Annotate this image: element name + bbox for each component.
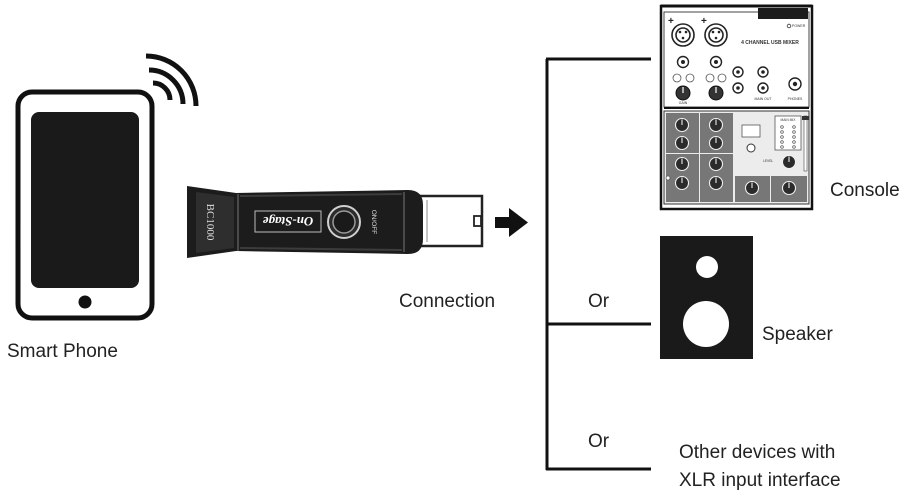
other-devices-line-1: Other devices with <box>679 442 836 463</box>
on-stage-logo: On-Stage <box>254 210 322 233</box>
console-label: Console <box>830 180 900 201</box>
mixer-console-icon: + + 4 CHANNEL USB MIXER POWER <box>659 4 814 211</box>
connection-lines <box>545 57 651 471</box>
smart-phone-icon <box>15 89 155 321</box>
dongle-model-text: BC1000 <box>204 204 216 241</box>
dongle-brand-text: On-Stage <box>262 214 313 229</box>
svg-text:+: + <box>668 16 674 27</box>
mixer-level-text: LEVEL <box>763 159 773 163</box>
power-button <box>327 205 361 239</box>
connection-label: Connection <box>399 291 496 312</box>
other-devices-line-2: XLR input interface <box>679 469 841 491</box>
on-off-text: ON/OFF <box>370 210 377 235</box>
mixer-main-out-text: MAIN OUT <box>754 97 772 101</box>
wireless-signal-icon <box>145 53 199 107</box>
smart-phone-label: Smart Phone <box>7 341 118 362</box>
speaker-icon <box>660 236 753 359</box>
mixer-phones-text: PHONES <box>788 97 803 101</box>
arrow-icon <box>495 208 528 237</box>
bluetooth-receiver-dongle: BC1000 On-Stage ON/OFF <box>187 186 484 258</box>
mixer-channel-knobs <box>665 113 807 202</box>
or-label-1: Or <box>588 291 610 312</box>
other-devices-label: Other devices with XLR input interface <box>679 439 841 494</box>
speaker-label: Speaker <box>762 324 833 345</box>
or-label-2: Or <box>588 431 610 452</box>
mixer-power-text: POWER <box>792 24 806 28</box>
svg-text:+: + <box>701 16 707 27</box>
mixer-main-mix-text: MAIN MIX <box>780 118 796 122</box>
mixer-gain-text: GAIN <box>679 101 688 105</box>
mixer-title-text: 4 CHANNEL USB MIXER <box>741 40 799 46</box>
